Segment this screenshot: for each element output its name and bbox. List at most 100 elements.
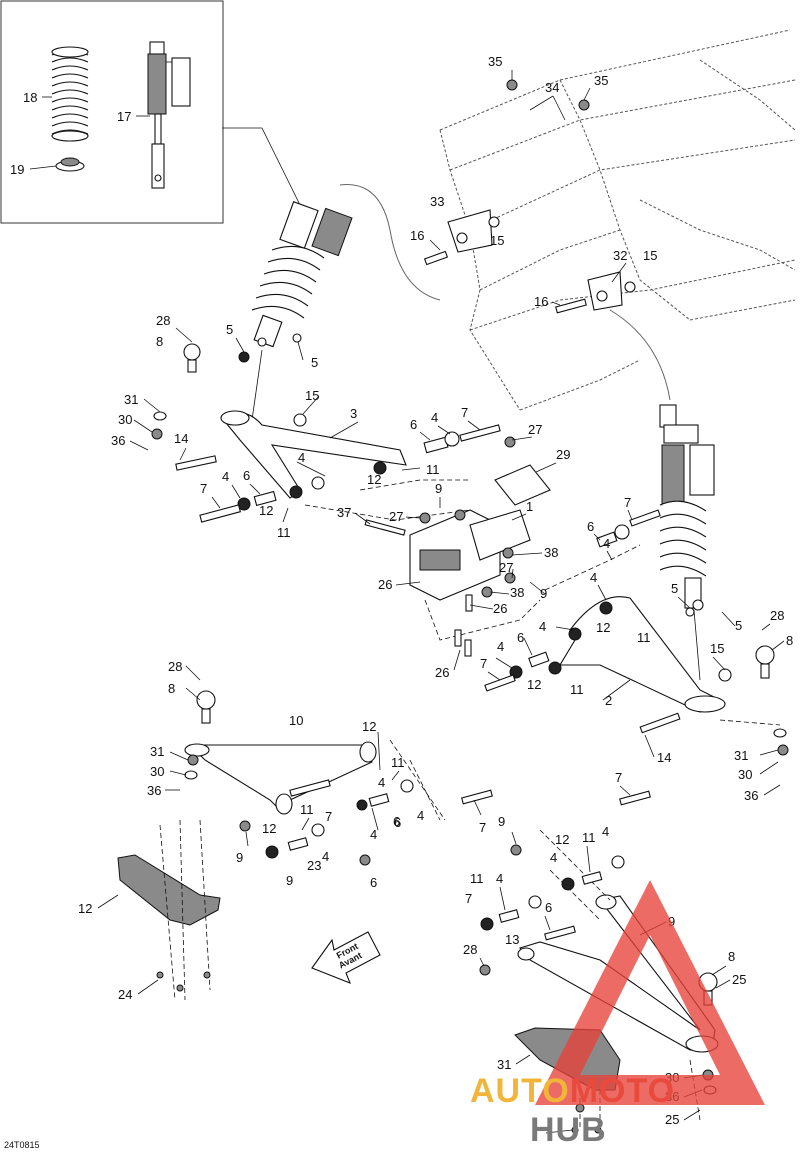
callout-label: 9 — [668, 914, 675, 929]
callout-label: 4 — [590, 570, 597, 585]
callout-label: 11 — [300, 802, 314, 817]
callout-label: 11 — [277, 525, 291, 540]
callout-label: 15 — [490, 233, 504, 248]
callout-label: 31 — [497, 1057, 511, 1072]
callout-label: 6 — [370, 875, 377, 890]
callout-label: 12 — [362, 719, 376, 734]
callout-label: 26 — [493, 601, 507, 616]
callout-label: 7 — [615, 770, 622, 785]
callout-label: 4 — [298, 450, 305, 465]
callout-label: 6 — [393, 814, 400, 829]
callout-label: 6 — [394, 815, 401, 830]
callout-label: 27 — [499, 560, 513, 575]
callout-label: 30 — [150, 764, 164, 779]
callout-label: 17 — [117, 109, 131, 124]
callout-label: 6 — [545, 900, 552, 915]
mounting-bracket-right — [587, 271, 623, 311]
callout-label: 37 — [337, 505, 351, 520]
callout-label: 25 — [732, 972, 746, 987]
reference-code: 24T0815 — [4, 1140, 40, 1150]
callout-label: 15 — [305, 388, 319, 403]
callout-label: 29 — [556, 447, 570, 462]
callout-label: 12 — [596, 620, 610, 635]
callout-label: 4 — [322, 849, 329, 864]
lower-a-arm-left — [184, 741, 377, 815]
mounting-bracket-left — [447, 209, 493, 253]
callout-label: 36 — [744, 788, 758, 803]
callout-label: 7 — [461, 405, 468, 420]
callout-label: 15 — [710, 641, 724, 656]
callout-label: 11 — [470, 871, 484, 886]
callout-label: 28 — [770, 608, 784, 623]
callout-label: 7 — [480, 656, 487, 671]
callout-label: 4 — [417, 808, 424, 823]
callout-label: 31 — [150, 744, 164, 759]
center-bracket — [409, 509, 531, 601]
callout-label: 5 — [226, 322, 233, 337]
small-bracket — [494, 464, 551, 506]
hardware-glyphs — [151, 79, 789, 1134]
callout-label: 36 — [111, 433, 125, 448]
callout-label: 4 — [550, 850, 557, 865]
callout-label: 11 — [582, 830, 596, 845]
callout-label: 6 — [243, 468, 250, 483]
callout-label: 25 — [665, 1112, 679, 1127]
callout-label: 5 — [735, 618, 742, 633]
callout-label: 4 — [378, 775, 385, 790]
watermark-triangle — [535, 880, 765, 1105]
callout-label: 8 — [168, 681, 175, 696]
callout-label: 7 — [325, 809, 332, 824]
assembly-guide-lines — [159, 479, 781, 1130]
callout-label: 18 — [23, 90, 37, 105]
callout-label: 4 — [602, 824, 609, 839]
spring-seat-part — [55, 157, 85, 172]
callout-label: 8 — [786, 633, 793, 648]
callout-label: 8 — [156, 334, 163, 349]
callout-label: 30 — [738, 767, 752, 782]
callout-label: 12 — [262, 821, 276, 836]
callout-label: 11 — [637, 630, 651, 645]
callout-label: 38 — [510, 585, 524, 600]
inset-detail-box — [0, 0, 301, 224]
ball-joint-top — [183, 343, 201, 373]
left-shock-absorber — [251, 201, 353, 421]
callout-label: 2 — [605, 693, 612, 708]
chassis-frame — [339, 29, 796, 411]
callout-label: 9 — [435, 481, 442, 496]
callout-label: 4 — [370, 827, 377, 842]
callout-label: 12 — [259, 503, 273, 518]
callout-label: 12 — [527, 677, 541, 692]
callout-label: 4 — [496, 871, 503, 886]
callout-label: 15 — [643, 248, 657, 263]
callout-label: 4 — [497, 639, 504, 654]
ball-joint-left — [196, 690, 216, 724]
callout-label: 11 — [426, 462, 440, 477]
callout-label: 16 — [534, 294, 548, 309]
callout-label: 6 — [410, 417, 417, 432]
callout-label: 11 — [570, 682, 584, 697]
callout-label: 14 — [174, 431, 188, 446]
callout-label: 7 — [624, 495, 631, 510]
callout-label: 27 — [528, 422, 542, 437]
callout-label: 30 — [118, 412, 132, 427]
callout-label: 28 — [463, 942, 477, 957]
callout-label: 32 — [613, 248, 627, 263]
callout-label: 6 — [587, 519, 594, 534]
callout-label: 24 — [118, 987, 132, 1002]
ball-joint-right — [755, 645, 775, 679]
callout-label: 5 — [671, 581, 678, 596]
callout-label: 9 — [236, 850, 243, 865]
callout-label: 12 — [367, 472, 381, 487]
callout-label: 7 — [200, 481, 207, 496]
damper-part — [147, 41, 191, 189]
callout-label: 28 — [156, 313, 170, 328]
callout-label: 12 — [555, 832, 569, 847]
callout-label: 34 — [545, 80, 559, 95]
right-shock-absorber — [659, 404, 715, 681]
callout-label: 9 — [540, 586, 547, 601]
callout-label: 4 — [222, 469, 229, 484]
callout-label: 7 — [465, 891, 472, 906]
callout-label: 6 — [517, 630, 524, 645]
